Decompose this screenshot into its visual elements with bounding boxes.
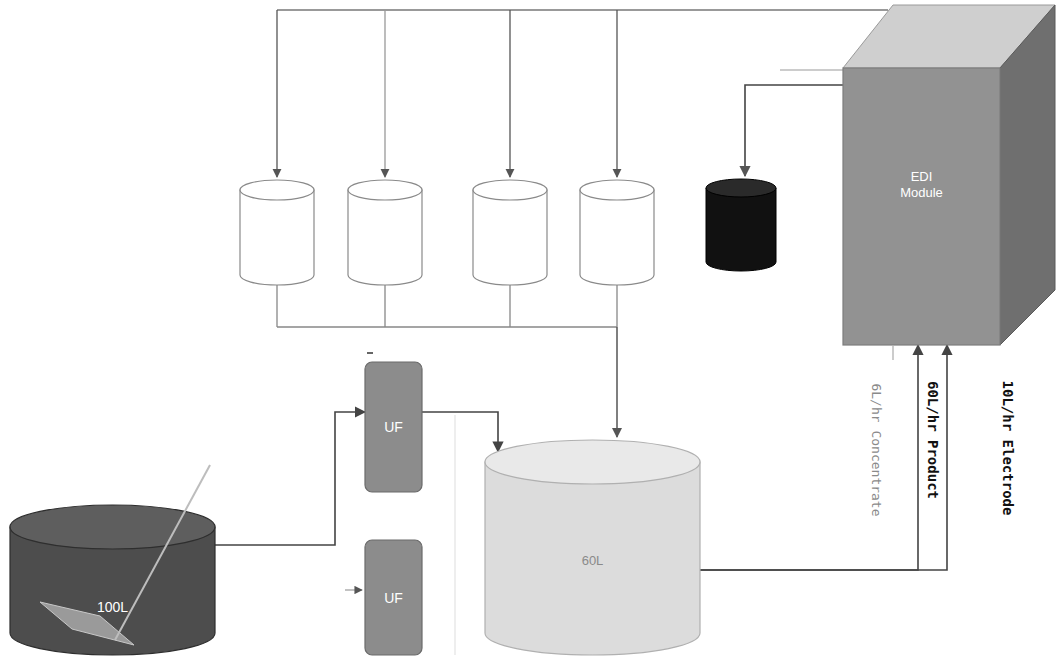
node-label: UF [384, 419, 403, 436]
faint-pipe [455, 415, 456, 655]
pipe-arrow [384, 10, 385, 177]
pipe-arrow [745, 85, 843, 176]
tank-60l: 60L [485, 440, 700, 655]
flow-rate-label: 60L/hr Product [925, 379, 942, 501]
pipe-arrow [509, 10, 510, 177]
tank-top [348, 180, 422, 200]
manifold-arrow [616, 327, 618, 437]
node-text-group: EDI Module [891, 169, 953, 200]
tank [580, 190, 654, 285]
tank-100l: 100L [10, 505, 215, 655]
pipe [780, 69, 843, 70]
module-side-face [1000, 5, 1055, 345]
node-label: EDI Module [891, 169, 953, 200]
tank [473, 190, 547, 285]
tank-top [240, 180, 314, 200]
cylinder-body [485, 462, 700, 655]
flow-rate-label: 10L/hr Electrode [1000, 379, 1017, 518]
node-label: UF [384, 589, 403, 606]
node-text-group: UF [384, 589, 403, 606]
dash-mark [367, 352, 373, 354]
node-outline [843, 68, 1000, 345]
flow-connector [700, 345, 947, 570]
tank-top [473, 180, 547, 200]
tank [240, 190, 314, 285]
waste-tank-top [706, 179, 776, 197]
cylinder-top [485, 440, 700, 484]
node-text-group: 100L [97, 599, 128, 616]
flow-connector [215, 412, 365, 545]
flow-rate-label: 6L/hr Concentrate [868, 381, 884, 518]
node-outline [485, 440, 700, 655]
inlet-arrow [345, 589, 362, 590]
stirrer-shaft [115, 465, 210, 640]
node-label: 60L [582, 553, 604, 569]
node-outline [10, 505, 215, 655]
pipe-arrow [616, 10, 617, 177]
flow-connector [422, 412, 498, 452]
node-text-group: 60L [582, 553, 604, 569]
tank-top [580, 180, 654, 200]
edi-module: EDI Module [843, 68, 1000, 345]
node-label: 100L [97, 599, 128, 616]
pipe-arrow [276, 10, 277, 177]
flow-connector [700, 345, 918, 570]
tanks [240, 180, 654, 285]
uf-filter: UF [365, 362, 422, 492]
tank [348, 190, 422, 285]
waste-tank [706, 188, 776, 271]
pipe [277, 9, 888, 10]
manifold [277, 285, 617, 327]
box-outline [843, 68, 1000, 345]
uf-filter: UF [365, 540, 422, 655]
box-outline [365, 362, 422, 492]
concentrate-pipe [892, 346, 893, 360]
box-outline [365, 540, 422, 655]
node-text-group: UF [384, 419, 403, 436]
